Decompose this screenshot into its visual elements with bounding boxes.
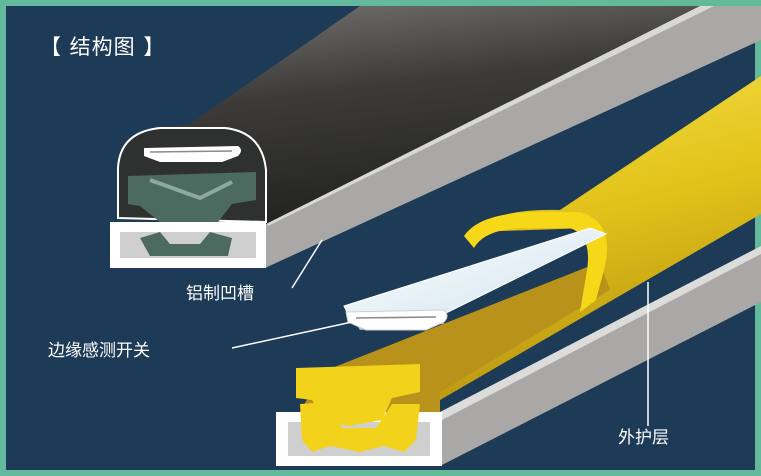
dark-profile-aluminum-side <box>265 6 761 268</box>
leader-edge-switch <box>231 321 353 349</box>
diagram-title: 【 结构图 】 <box>40 35 166 59</box>
label-outer-cover: 外护层 <box>618 428 669 448</box>
yellow-profile-aluminum-top <box>440 246 761 420</box>
leader-aluminum-groove <box>291 239 323 289</box>
sensor-head <box>345 309 448 331</box>
yellow-profile <box>276 76 761 466</box>
yellow-profile-cover-edge <box>464 212 607 312</box>
label-aluminum-groove: 铝制凹槽 <box>186 284 254 304</box>
dark-profile <box>110 6 761 268</box>
dark-profile-aluminum-top <box>265 6 714 226</box>
dark-profile-cover <box>130 6 700 226</box>
dark-profile-sensor <box>144 146 241 162</box>
yellow-profile-aluminum-side <box>440 250 761 466</box>
label-edge-switch: 边缘感测开关 <box>48 341 150 361</box>
